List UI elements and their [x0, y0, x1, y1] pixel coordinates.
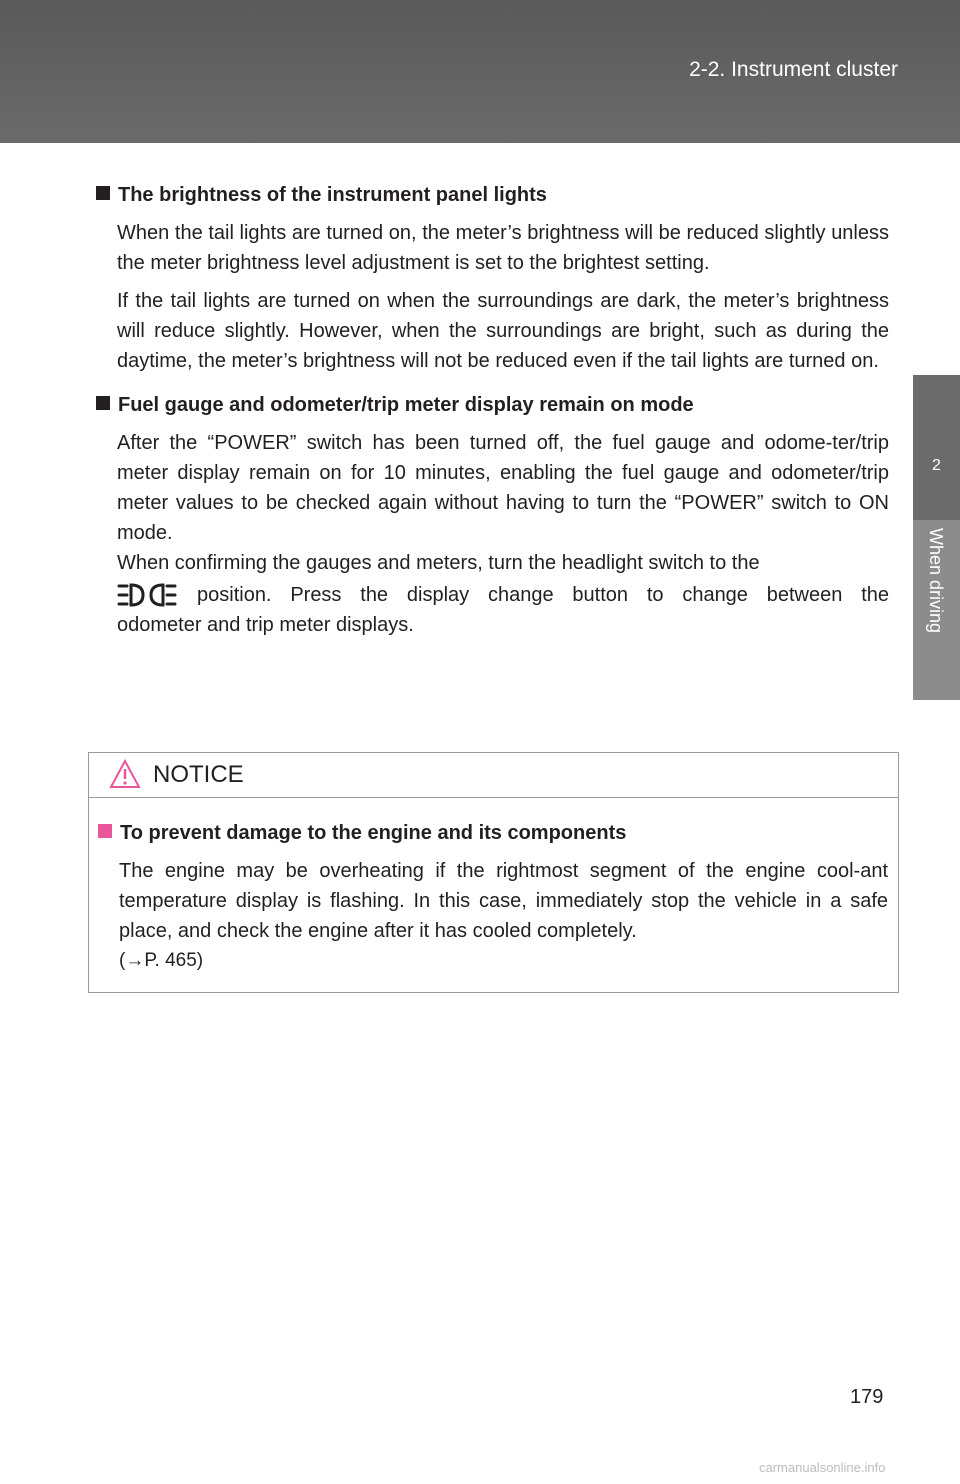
paragraph: After the “POWER” switch has been turned… [117, 432, 889, 544]
notice-paragraph: The engine may be overheating if the rig… [119, 860, 888, 942]
paragraph: When confirming the gauges and meters, t… [117, 552, 760, 574]
paragraph: odometer and trip meter displays. [117, 614, 414, 636]
paragraph: If the tail lights are turned on when th… [117, 290, 889, 372]
chapter-tab: 2 [913, 373, 960, 520]
chapter-number: 2 [932, 457, 941, 474]
chapter-tab-label-area: When driving [913, 520, 960, 700]
notice-heading: To prevent damage to the engine and its … [98, 818, 888, 848]
section-title: 2-2. Instrument cluster [689, 58, 898, 81]
warning-triangle-icon [109, 759, 141, 788]
page-number: 179 [850, 1386, 884, 1408]
square-bullet-icon [96, 186, 110, 200]
notice-title: NOTICE [153, 761, 244, 788]
headlight-instruction: position. Press the display change butto… [117, 580, 889, 610]
page-reference: (→P. 465) [119, 950, 204, 971]
notice-header: NOTICE [89, 753, 898, 798]
instruction-text: position. Press the display change butto… [197, 584, 889, 606]
watermark: carmanualsonline.info [759, 1460, 886, 1475]
section-heading: The brightness of the instrument panel l… [96, 180, 889, 210]
section-heading: Fuel gauge and odometer/trip meter displ… [96, 390, 889, 420]
notice-body: To prevent damage to the engine and its … [89, 798, 898, 976]
headlight-icon [117, 583, 177, 607]
notice-box: NOTICE To prevent damage to the engine a… [88, 752, 899, 993]
square-bullet-icon [98, 824, 112, 838]
square-bullet-icon [96, 396, 110, 410]
paragraph: When the tail lights are turned on, the … [117, 222, 889, 274]
chapter-label: When driving [926, 528, 946, 634]
page-header: 2-2. Instrument cluster [0, 0, 960, 143]
main-content: The brightness of the instrument panel l… [96, 180, 889, 648]
